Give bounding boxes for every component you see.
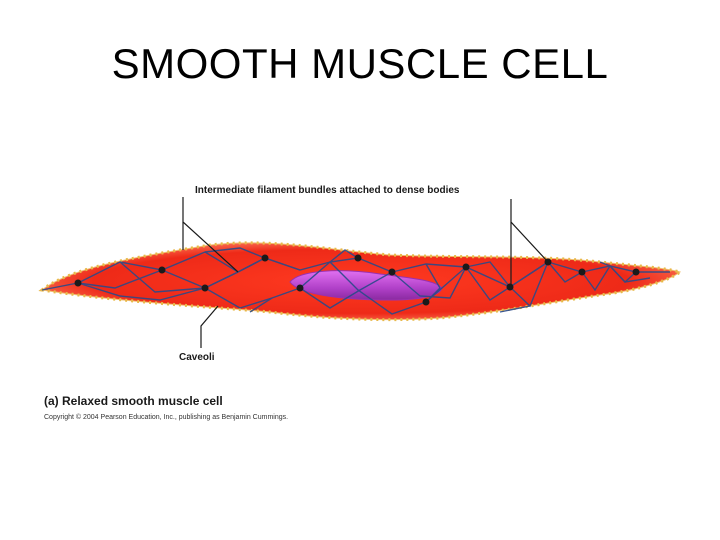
- dense-bodies: [74, 254, 640, 306]
- slide-title: SMOOTH MUSCLE CELL: [111, 40, 609, 87]
- cell-membrane: [38, 241, 684, 322]
- label-filament-bundles: Intermediate filament bundles attached t…: [195, 185, 460, 196]
- label-caveoli: Caveoli: [179, 352, 215, 363]
- copyright-text: Copyright © 2004 Pearson Education, Inc.…: [44, 414, 289, 421]
- leader-lines: [182, 197, 549, 348]
- figure-caption: (a) Relaxed smooth muscle cell: [44, 394, 223, 408]
